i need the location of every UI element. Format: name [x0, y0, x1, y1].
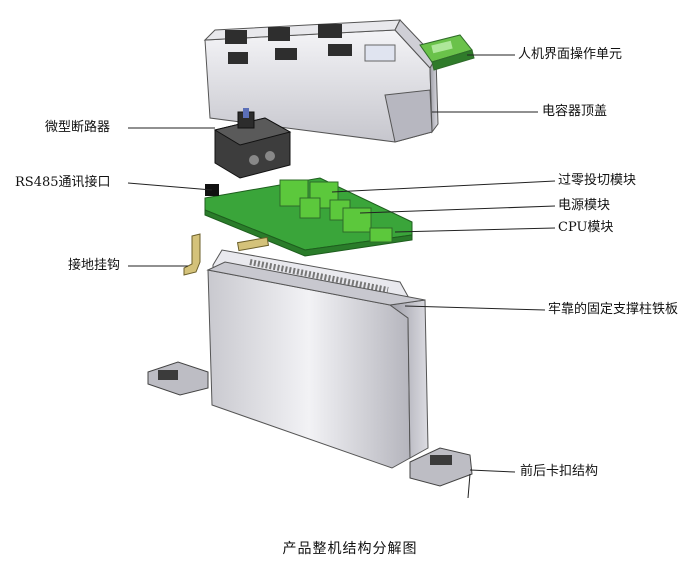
front-rear-clip-left [147, 361, 209, 396]
cpu-module-block [369, 227, 393, 243]
cover-vent-grille [225, 24, 352, 64]
label-power-module: 电源模块 [558, 198, 611, 213]
front-rear-clip-right [409, 447, 473, 487]
ground-hook-part [183, 233, 201, 276]
hmi-unit-part [419, 34, 475, 71]
pcb-board-part [204, 177, 413, 257]
label-front-rear-clips: 前后卡扣结构 [520, 464, 599, 479]
label-capacitor-top-cover: 电容器顶盖 [542, 104, 608, 119]
label-zero-switching-module: 过零投切模块 [558, 173, 637, 188]
micro-breaker-part [213, 108, 292, 179]
power-module-block [342, 207, 372, 233]
figure-caption: 产品整机结构分解图 [282, 541, 418, 557]
label-support-pillar-plate: 牢靠的固定支撑柱铁板 [548, 302, 679, 317]
leader-lines [127, 54, 556, 499]
capacitor-top-cover-part [203, 19, 439, 143]
label-micro-breaker: 微型断路器 [45, 120, 111, 135]
label-ground-hook: 接地挂钩 [68, 258, 121, 273]
label-hmi-unit: 人机界面操作单元 [518, 47, 623, 62]
label-cpu-module: CPU模块 [558, 220, 614, 235]
capacitor-body-part [206, 261, 429, 469]
label-rs485-port: RS485通讯接口 [15, 175, 111, 190]
cover-display-window [364, 44, 396, 62]
